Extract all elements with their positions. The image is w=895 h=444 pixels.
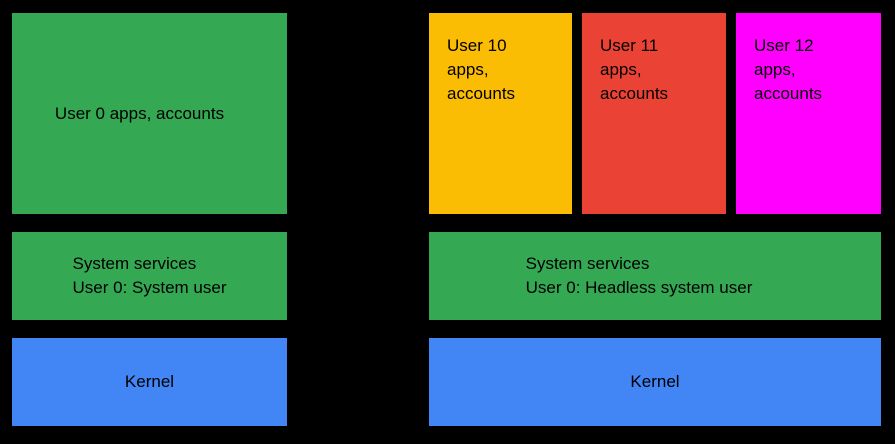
left-kernel-label: Kernel [124, 372, 175, 391]
right-kernel-label: Kernel [630, 372, 680, 391]
left-kernel-box: Kernel [12, 338, 287, 426]
user10-apps-label: User 10 apps, accounts [447, 36, 516, 103]
user11-apps-label: User 11 apps, accounts [600, 36, 669, 103]
user11-apps-box: User 11 apps, accounts [582, 13, 726, 214]
left-user0-apps-label: User 0 apps, accounts [54, 103, 225, 123]
user10-apps-box: User 10 apps, accounts [429, 13, 572, 214]
right-kernel-box: Kernel [429, 338, 881, 426]
left-system-services-label: System services User 0: System user [72, 254, 227, 297]
left-system-services-box: System services User 0: System user [12, 232, 287, 320]
user12-apps-box: User 12 apps, accounts [736, 13, 881, 214]
left-user0-apps-box: User 0 apps, accounts [12, 13, 287, 214]
right-system-services-label: System services User 0: Headless system … [525, 254, 753, 297]
right-system-services-box: System services User 0: Headless system … [429, 232, 881, 320]
user12-apps-label: User 12 apps, accounts [754, 36, 823, 103]
